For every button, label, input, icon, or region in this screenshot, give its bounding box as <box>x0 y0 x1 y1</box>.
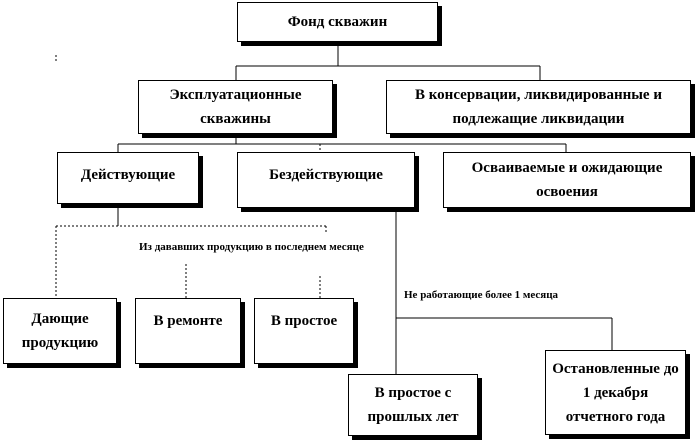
developing-label: Осваиваемые и ожидающие освоения <box>471 160 663 200</box>
inactive-label: Бездействующие <box>269 167 383 183</box>
repair-label: В ремонте <box>153 313 223 329</box>
idle-past-label: В простое с прошлых лет <box>367 385 459 425</box>
producing-label: Дающие продукцию <box>21 311 99 351</box>
repair-box: В ремонте <box>135 298 241 364</box>
producing-box: Дающие продукцию <box>3 298 117 364</box>
active-box: Действующие <box>57 152 199 204</box>
developing-box: Осваиваемые и ожидающие освоения <box>443 152 691 208</box>
idle-label: В простое <box>270 313 338 329</box>
idle-box: В простое <box>254 298 354 364</box>
conservation-label: В консервации, ликвидированные и подлежа… <box>414 87 662 127</box>
active-label: Действующие <box>80 167 176 183</box>
root-label: Фонд скважин <box>287 14 388 30</box>
inactive-box: Бездействующие <box>237 152 415 208</box>
exploitation-box: Эксплуатационные скважины <box>138 80 333 134</box>
root-box: Фонд скважин <box>237 2 438 42</box>
stopped-box: Остановленные до 1 декабря отчетного год… <box>545 350 686 435</box>
exploitation-label: Эксплуатационные скважины <box>169 87 302 127</box>
note-not-working: Не работающие более 1 месяца <box>404 289 559 301</box>
stopped-label: Остановленные до 1 декабря отчетного год… <box>552 360 679 425</box>
conservation-box: В консервации, ликвидированные и подлежа… <box>386 80 691 134</box>
note-last-month: Из дававших продукцию в последнем месяце <box>139 241 364 253</box>
idle-past-box: В простое с прошлых лет <box>348 374 478 436</box>
